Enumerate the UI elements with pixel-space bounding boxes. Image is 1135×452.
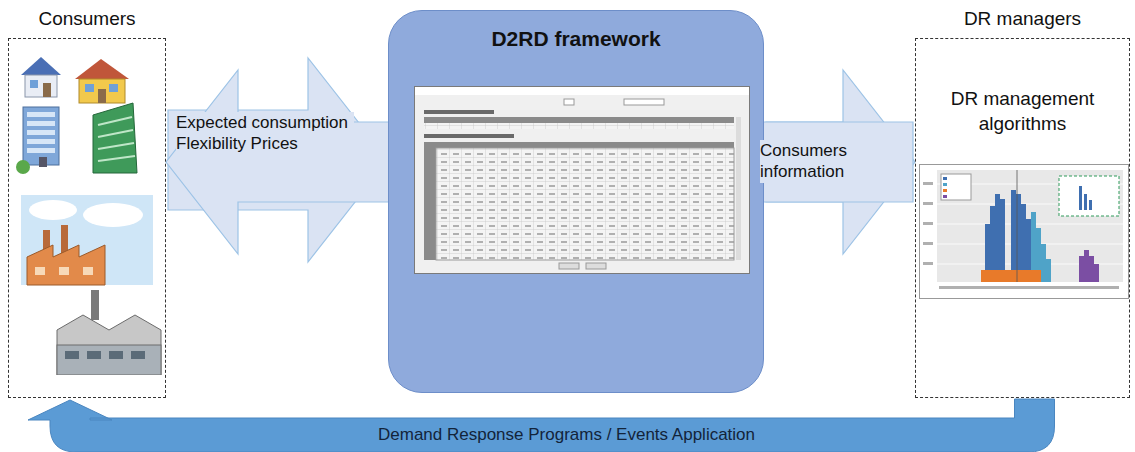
framework-title: D2RD framework (389, 27, 763, 51)
group-heading: DR managers (916, 8, 1129, 30)
consumers-group: Consumers (8, 38, 166, 398)
group-heading: Consumers (9, 8, 165, 30)
framework-box: D2RD framework (388, 10, 764, 393)
arrow-label: Consumers information (760, 140, 864, 183)
dr-chart (919, 164, 1129, 299)
group-subtitle: DR management algorithms (938, 87, 1108, 136)
software-screenshot (414, 86, 750, 274)
dr-managers-group: DR managersDR management algorithms (915, 38, 1130, 398)
arrow-label: Demand Response Programs / Events Applic… (374, 424, 759, 445)
feedback-arrow (28, 399, 1055, 452)
arrow-label: Expected consumption Flexibility Prices (176, 112, 354, 155)
consumer-icons (13, 45, 163, 375)
